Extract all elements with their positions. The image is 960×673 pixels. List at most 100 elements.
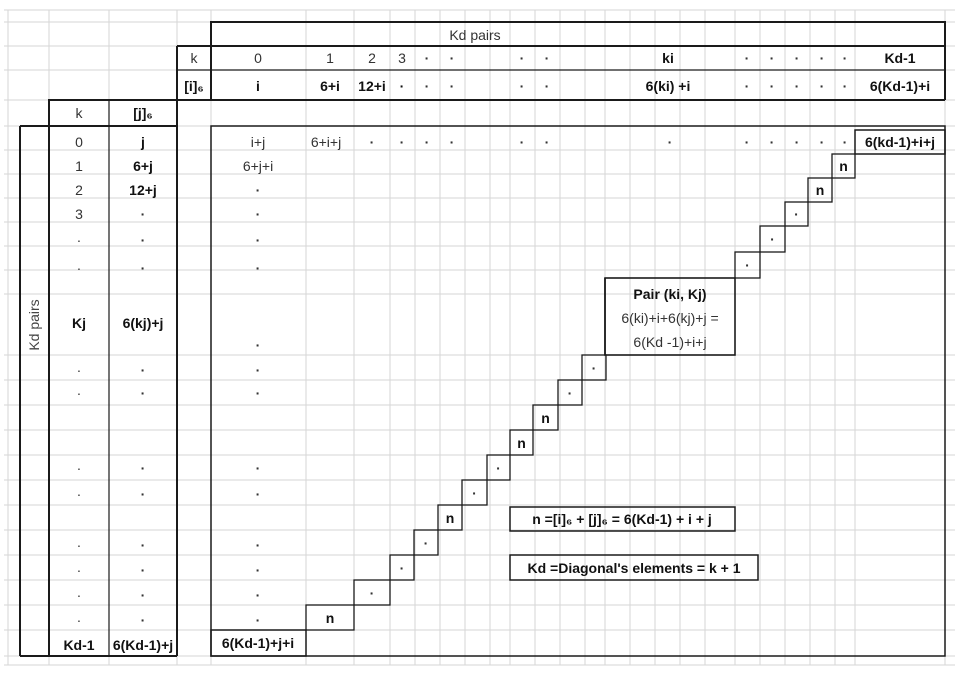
diagonal-cell-10 [461,479,488,506]
header-i-dot-r4: · [842,78,848,94]
body-r0-c1: 6+i+j [310,134,342,150]
row-k-9: · [76,460,82,476]
row-v-15: 6(Kd-1)+j [112,637,174,653]
header-k-dot-2: · [519,50,525,66]
header-i-col-3: · [399,78,405,94]
diagonal-n-11: n [445,509,455,526]
header-k-dot-1: · [449,50,455,66]
row-v-10: · [140,486,146,502]
row-v-14: · [140,612,146,628]
row-k-10: · [76,486,82,502]
header-k-label: k [190,50,198,66]
header-i-dot-0: · [424,78,430,94]
row-k-5: · [76,260,82,276]
rows-side-title: Kd pairs [26,299,42,351]
header-i-col-1: 6+i [320,78,340,94]
row-k-0: 0 [75,134,83,150]
row-k-6: Kj [72,315,86,331]
body-r0-dot-2: · [424,134,430,150]
header-k-col-3: 3 [398,50,406,66]
diagonal-n-7: n [541,409,550,426]
corner-top-right-box [854,129,946,155]
row-k-7: · [76,362,82,378]
body-c0-dot-2: · [255,232,261,248]
row-v-2: 12+j [129,182,157,198]
row-v-5: · [140,260,146,276]
diagonal-n-0: n [839,158,848,174]
header-i-dot-r0: · [744,78,750,94]
diagonal-cell-1 [807,177,833,203]
body-c0-dot-3: · [255,260,261,276]
header-i-dot-r1: · [769,78,775,94]
header-k-dot-r0: · [744,50,750,66]
diagonal-cell-9 [486,454,511,481]
diagonal-dot-14: · [369,584,375,601]
header-i-dot-2: · [519,78,525,94]
row-k-11: · [76,537,82,553]
diagonal-cell-4 [734,251,761,279]
row-v-6: 6(kj)+j [122,315,164,331]
pair-box-line1: 6(ki)+i+6(kj)+j = [621,310,719,326]
body-r0-dot-9: · [794,134,800,150]
header-k-dot-r1: · [769,50,775,66]
note-formula-kd: Kd =Diagonal's elements = k + 1 [527,560,741,576]
row-k-13: · [76,587,82,603]
diagonal-cell-15 [305,604,355,631]
diagonal-dot-5: · [591,359,597,376]
row-k-2: 2 [75,182,83,198]
row-v-13: · [140,587,146,603]
body-r0-dot-0: · [369,134,375,150]
corner-top-right: 6(kd-1)+i+j [864,134,936,150]
rows-k-label: k [75,105,83,121]
body-r0-dot-5: · [544,134,550,150]
diagonal-cell-11 [437,504,463,531]
header-i-col-0: i [256,78,260,94]
header-ki-value: 6(ki) +i [645,78,691,94]
body-r0-dot-3: · [449,134,455,150]
diagonal-dot-6: · [567,384,573,401]
diagonal-cell-12 [413,529,439,556]
body-c0-dot-5: · [255,362,261,378]
body-r0-c0: i+j [250,134,266,150]
diagonal-n-1: n [815,182,825,198]
body-c0-dot-6: · [255,385,261,401]
diagonal-dot-2: · [794,206,799,222]
body-c0-dot-0: · [255,182,261,198]
diagonal-cell-8 [509,429,534,456]
header-k-col-1: 1 [326,50,334,66]
header-title: Kd pairs [449,27,501,43]
header-k-dot-3: · [544,50,550,66]
diagonal-dot-10: · [472,484,477,501]
header-k-dot-r4: · [842,50,848,66]
body-c0-dot-10: · [255,562,261,578]
header-kd1-value: 6(Kd-1)+i [869,78,931,94]
body-c0-dot-11: · [255,587,261,603]
rows-j6-label: [j]₆ [133,105,153,121]
diagonal-dot-3: · [770,231,775,247]
rows-header-box [48,99,178,127]
body-r0-dot-4: · [519,134,525,150]
body-c0-r1: 6+j+i [242,158,274,174]
diagonal-cell-14 [353,579,391,606]
row-k-14: · [76,612,82,628]
diagonal-cell-5 [581,354,607,381]
diagonal-cell-0 [831,153,856,179]
row-v-0: j [141,134,145,150]
diagonal-dot-9: · [496,459,501,476]
header-k-dot-r2: · [794,50,800,66]
body-c0-dot-9: · [255,537,261,553]
body-c0-dot-4: · [255,337,261,353]
body-r0-dot-6: · [667,134,673,150]
pair-box-line2: 6(Kd -1)+i+j [633,334,707,350]
diagonal-n-8: n [517,434,526,451]
body-c0-dot-1: · [255,206,261,222]
corner-bottom-left-box [210,629,307,657]
note-n-box [509,506,736,532]
header-ki-label: ki [662,50,674,66]
row-k-1: 1 [75,158,83,174]
header-k-col-0: 0 [254,50,262,66]
corner-bottom-left: 6(Kd-1)+j+i [221,635,295,651]
diagonal-dot-13: · [399,559,405,576]
body-c0-dot-12: · [255,612,261,628]
